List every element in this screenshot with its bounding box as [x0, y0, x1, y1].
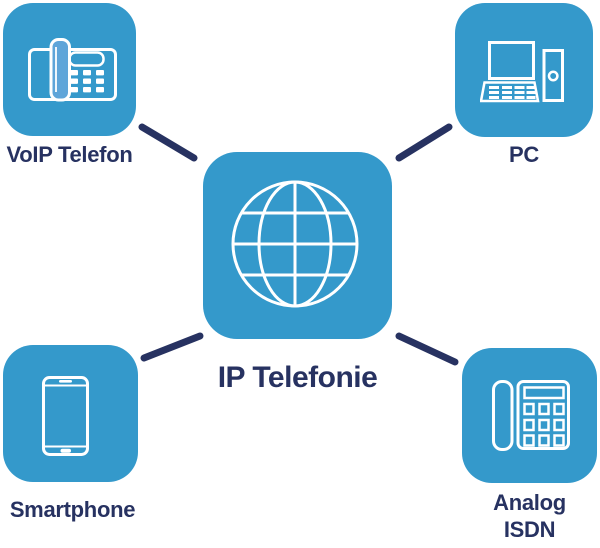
- analog-isdn-label: Analog ISDN: [462, 489, 597, 543]
- ip-telefonie-label: IP Telefonie: [217, 361, 378, 394]
- voip-phone-icon: [28, 38, 117, 102]
- connector-smartphone-center: [140, 332, 204, 362]
- node-analog-isdn: [462, 348, 597, 483]
- smartphone-label: Smartphone: [9, 497, 136, 522]
- globe-icon: [231, 180, 359, 308]
- analog-isdn-label-line2: ISDN: [503, 517, 556, 542]
- connector-voip-center: [138, 123, 198, 162]
- pc-icon: [480, 41, 564, 103]
- node-smartphone: [3, 345, 138, 482]
- analog-isdn-label-line1: Analog: [493, 490, 566, 515]
- node-pc: [455, 3, 593, 137]
- connector-pc-center: [395, 123, 453, 162]
- analog-phone-icon: [492, 380, 570, 451]
- connector-analog-center: [395, 332, 459, 366]
- node-ip-telefonie: [203, 152, 392, 339]
- node-voip-telefon: [3, 3, 136, 136]
- smartphone-icon: [42, 376, 89, 456]
- pc-label: PC: [509, 142, 539, 167]
- voip-telefon-label: VoIP Telefon: [6, 142, 133, 167]
